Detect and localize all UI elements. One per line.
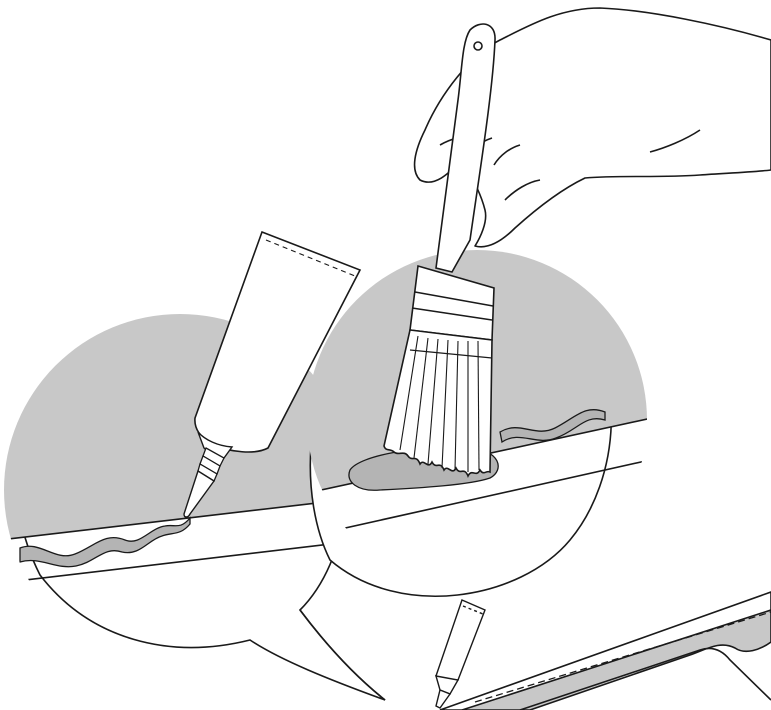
stitched-seam-icon [440,592,771,710]
small-tube-icon [436,600,485,708]
